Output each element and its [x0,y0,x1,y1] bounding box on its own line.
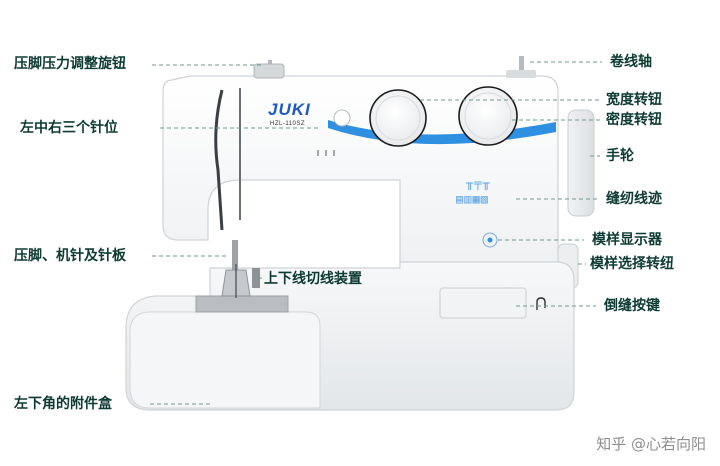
width-dial-inner [375,95,421,141]
needle-plate [195,295,289,313]
bobbin-winder-base [506,70,536,78]
reverse-button[interactable] [439,287,527,319]
label-reverse-button: 倒缝按键 [604,298,660,314]
stitch-pattern-row: ▤▥▦▧ [456,192,489,206]
length-dial[interactable] [458,86,518,146]
machine-head [162,75,559,271]
thread-cutter [252,268,260,288]
pattern-display-dot [487,237,493,243]
label-thread-cutter: 上下线切线装置 [264,271,362,287]
needle-bar [232,240,238,270]
label-presser-foot-needle-plate: 压脚、机针及针板 [14,248,126,264]
label-needle-position: 左中右三个针位 [20,120,118,136]
needle-position-button[interactable] [333,109,351,127]
label-length-dial: 密度转钮 [606,112,662,128]
watermark: 知乎 @心若向阳 [596,435,706,453]
label-presser-pressure-dial: 压脚压力调整旋钮 [14,56,126,72]
label-bobbin-winder: 卷线轴 [610,54,652,70]
reverse-arrow-icon [536,297,546,310]
width-dial[interactable] [369,89,427,147]
label-handwheel: 手轮 [606,148,634,164]
handwheel-shape[interactable] [567,109,595,217]
model-number: HZL-110SZ [270,121,306,127]
presser-pressure-dial[interactable] [253,63,285,79]
accessory-box[interactable] [129,311,321,409]
thread-path-groove [214,89,224,231]
label-width-dial: 宽度转钮 [606,92,662,108]
length-dial-inner [464,92,512,140]
label-pattern-display: 模样显示器 [592,232,662,248]
needle-position-marks [317,150,335,156]
spool-pin-right[interactable] [519,56,524,78]
label-pattern-select-dial: 模样选择转纽 [590,256,674,272]
leader-lines [150,61,602,405]
brand-logo: JUKI [268,100,311,119]
label-stitch-pattern-chart: 缝纫线迹 [606,191,662,207]
stitch-pattern-chart: ╥╤╥ [466,176,491,190]
label-accessory-box: 左下角的附件盒 [14,396,112,412]
